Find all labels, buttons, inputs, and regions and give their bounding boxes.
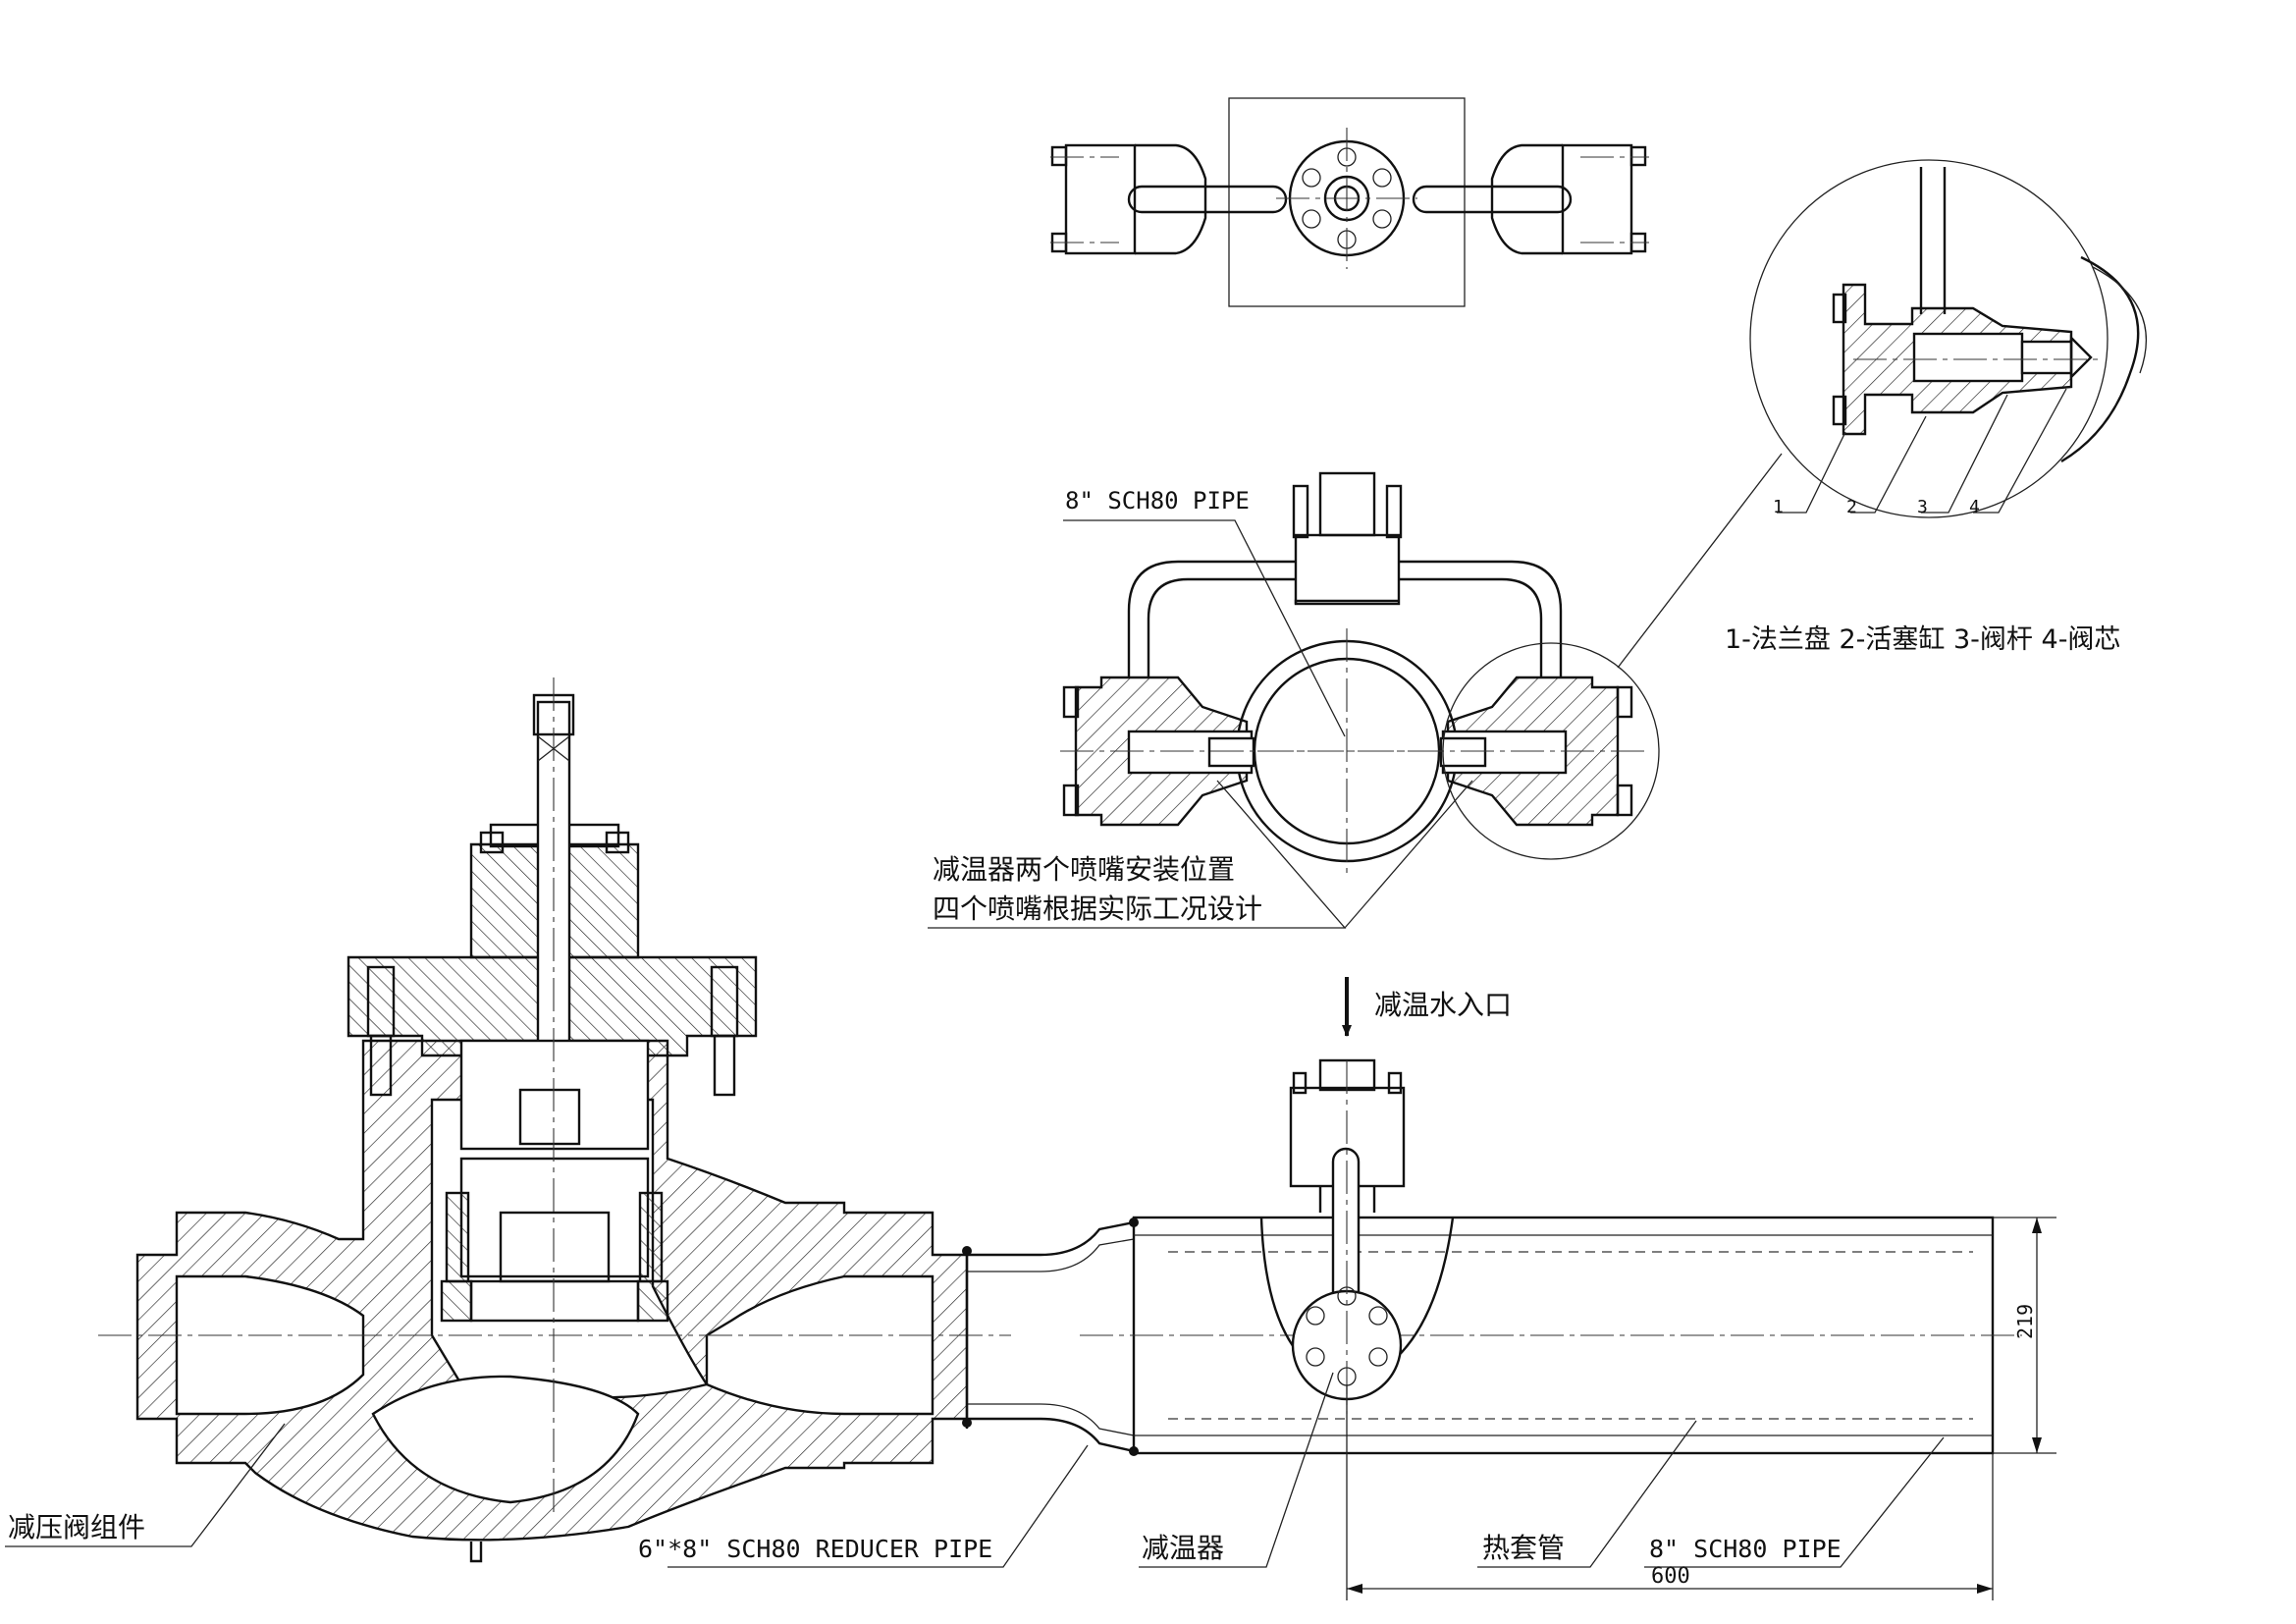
pipe-label-top: 8" SCH80 PIPE	[1065, 487, 1250, 514]
pipe-label-bottom-leader	[1644, 1436, 1945, 1568]
nozzle-note-line-2: 四个喷嘴根据实际工况设计	[933, 893, 1262, 925]
pipe-label-top-leader	[1063, 519, 1346, 737]
top-plan-view	[1050, 97, 1649, 307]
desuperheater-label: 减温器	[1142, 1532, 1224, 1564]
reducer-pipe-label: 6"*8" SCH80 REDUCER PIPE	[638, 1535, 992, 1563]
parts-legend: 1-法兰盘 2-活塞缸 3-阀杆 4-阀芯	[1725, 624, 2120, 655]
detail-link-line	[1617, 453, 1783, 669]
valve-assembly-leader	[5, 1423, 286, 1547]
desuperheater-leader	[1139, 1372, 1334, 1568]
valve-assembly-label: 减压阀组件	[8, 1511, 145, 1543]
detail-number-3: 3	[1917, 497, 1928, 517]
nozzle-section-view	[1060, 471, 1660, 874]
pipe-label-bottom: 8" SCH80 PIPE	[1649, 1535, 1842, 1563]
detail-number-4: 4	[1969, 497, 1980, 517]
pressure-reducing-valve	[98, 677, 1011, 1563]
detail-number-1: 1	[1773, 497, 1784, 517]
dim-length: 600	[1651, 1564, 1690, 1589]
detail-number-2: 2	[1846, 497, 1857, 517]
thermal-sleeve-label: 热套管	[1482, 1532, 1565, 1564]
nozzle-detail-view: 1 2 3 4	[1749, 159, 2148, 518]
reducer-pipe	[962, 1218, 1139, 1456]
desuperheater-pipe-assembly	[1080, 1058, 2056, 1600]
water-inlet-label: 减温水入口	[1374, 989, 1512, 1021]
reducer-pipe-leader	[667, 1444, 1089, 1568]
nozzle-note-leader-right	[1344, 780, 1473, 929]
thermal-sleeve-leader	[1477, 1420, 1697, 1568]
nozzle-note-line-1: 减温器两个喷嘴安装位置	[933, 853, 1235, 886]
dim-diameter: 219	[2013, 1304, 2037, 1339]
